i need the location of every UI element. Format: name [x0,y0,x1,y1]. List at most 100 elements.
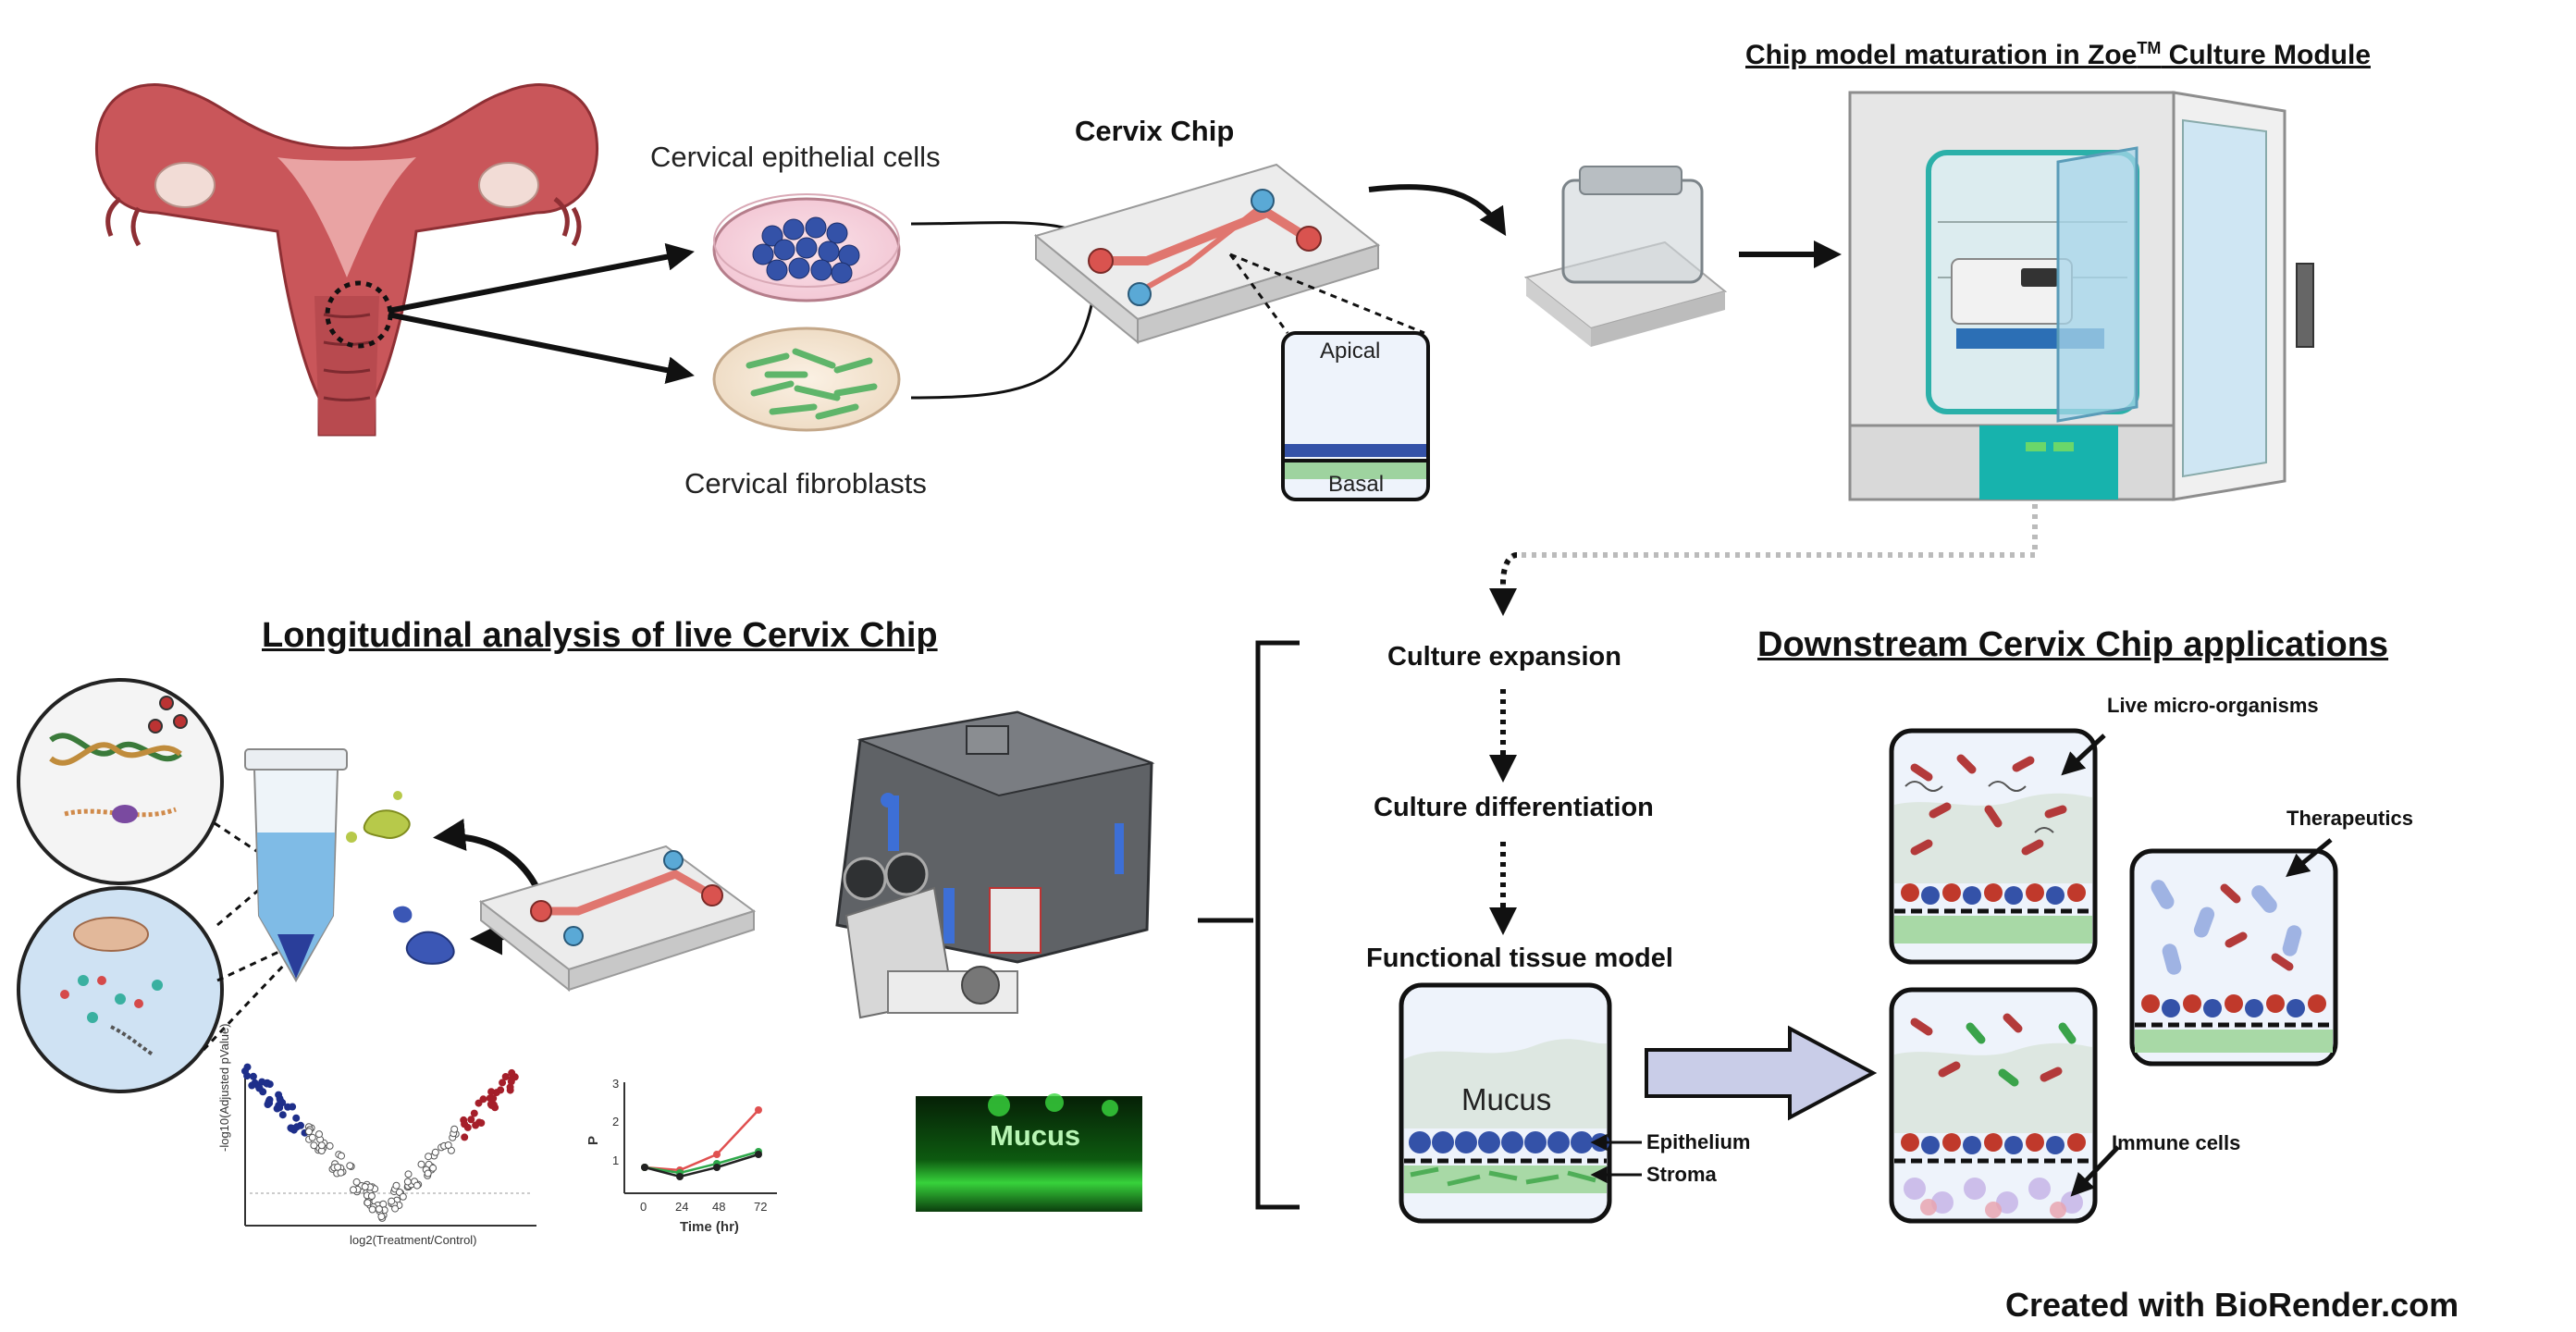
volcano-point [450,1125,459,1133]
volcano-point [361,1183,369,1190]
volcano-point [249,1072,257,1080]
volcano-point [337,1168,345,1177]
immune-cells-panel [1889,987,2098,1224]
line-chart-series [644,1153,759,1178]
cervix-chip [1033,163,1381,345]
line-chart-series [644,1109,759,1172]
epithelium-label: Epithelium [1646,1130,1751,1153]
microorganism-panel [1889,728,2098,965]
volcano-point [258,1078,266,1086]
volcano-point [499,1079,507,1087]
volcano-point [317,1141,326,1150]
volcano-point [377,1213,386,1221]
line-chart-point [755,1106,762,1114]
live-microorganisms-label: Live micro-organisms [2107,694,2319,717]
volcano-point [368,1205,376,1214]
volcano-point [375,1205,383,1214]
volcano-point [278,1111,287,1119]
therapeutics-label: Therapeutics [2286,807,2413,830]
volcano-point [424,1169,432,1178]
line-chart-point [713,1151,721,1158]
volcano-point [288,1125,296,1133]
immune-cells-label: Immune cells [2112,1131,2241,1154]
chip-small [478,845,757,993]
line-chart-series [644,1150,759,1175]
volcano-point [489,1094,498,1103]
apical-label: Apical [1320,339,1381,364]
basal-label: Basal [1328,472,1385,497]
secreted-particles [346,791,455,965]
volcano-point [413,1181,421,1190]
volcano-point [399,1192,407,1201]
volcano-point [470,1109,478,1117]
line-chart-x-tick: 72 [754,1200,768,1214]
line-chart-x-label: Time (hr) [680,1219,739,1235]
uterus-illustration [94,83,599,437]
volcano-point [404,1170,413,1178]
volcano-point [346,1162,354,1170]
epithelial-dish [712,193,901,302]
volcano-point [508,1068,516,1077]
volcano-point [326,1141,334,1150]
volcano-point [391,1204,400,1213]
volcano-point [292,1114,301,1122]
line-chart-point [713,1164,721,1171]
culture-expansion-label: Culture expansion [1387,642,1621,672]
volcano-point [284,1103,292,1111]
volcano-point [297,1121,304,1129]
volcano-point [429,1164,438,1172]
volcano-plot [241,1063,536,1227]
therapeutics-panel [2129,848,2338,1067]
mucus-layer-label: Mucus [1461,1082,1552,1116]
fibroblasts-label: Cervical fibroblasts [684,467,927,500]
volcano-point [501,1073,510,1080]
culture-differentiation-label: Culture differentiation [1374,793,1654,822]
volcano-point [392,1181,401,1190]
mucus-fluorescence-image [916,1093,1142,1212]
volcano-point [364,1199,372,1207]
volcano-point [417,1160,425,1168]
microscope [835,710,1155,1019]
volcano-point [487,1088,496,1096]
culture-pod [1523,166,1728,347]
mucus-image-label: Mucus [990,1119,1081,1152]
volcano-point [444,1141,452,1149]
line-chart-y-tick: 3 [612,1077,620,1091]
big-arrow [1645,1025,1878,1121]
volcano-point [431,1148,439,1156]
chip-cross-section [1281,331,1430,501]
volcano-point [308,1133,316,1141]
downstream-heading: Downstream Cervix Chip applications [1757,625,2389,664]
line-chart-point [755,1151,762,1158]
stroma-label: Stroma [1646,1163,1717,1186]
epithelial-cells-label: Cervical epithelial cells [650,141,941,173]
volcano-point [265,1095,274,1104]
volcano-y-axis-label: -log10(Adjusted pValue) [217,1023,231,1152]
volcano-point [487,1101,496,1109]
volcano-point [255,1084,264,1092]
sample-tube [244,748,348,983]
trademark-mark: TM [2137,39,2162,57]
volcano-point [367,1192,376,1200]
line-chart-x-tick: 0 [640,1200,647,1214]
functional-tissue-model-label: Functional tissue model [1366,944,1673,973]
line-chart-point [641,1164,648,1171]
omics-circle-top [17,678,224,885]
maturation-heading-text: Chip model maturation in Zoe [1745,40,2138,70]
arrow-to-epithelial-dish [388,242,695,314]
volcano-point [352,1178,361,1186]
line-chart-y-tick: 1 [612,1153,620,1167]
line-chart-point [676,1173,684,1180]
volcano-point [461,1133,469,1141]
volcano-point [477,1119,486,1127]
volcano-point [350,1186,357,1194]
volcano-point [241,1067,249,1075]
volcano-point [310,1141,318,1150]
volcano-point [475,1099,483,1107]
functional-tissue-model [1399,982,1612,1224]
volcano-point [388,1197,396,1205]
longitudinal-heading: Longitudinal analysis of live Cervix Chi… [262,616,938,655]
line-chart-y-tick: 2 [612,1115,620,1128]
volcano-point [497,1086,505,1094]
